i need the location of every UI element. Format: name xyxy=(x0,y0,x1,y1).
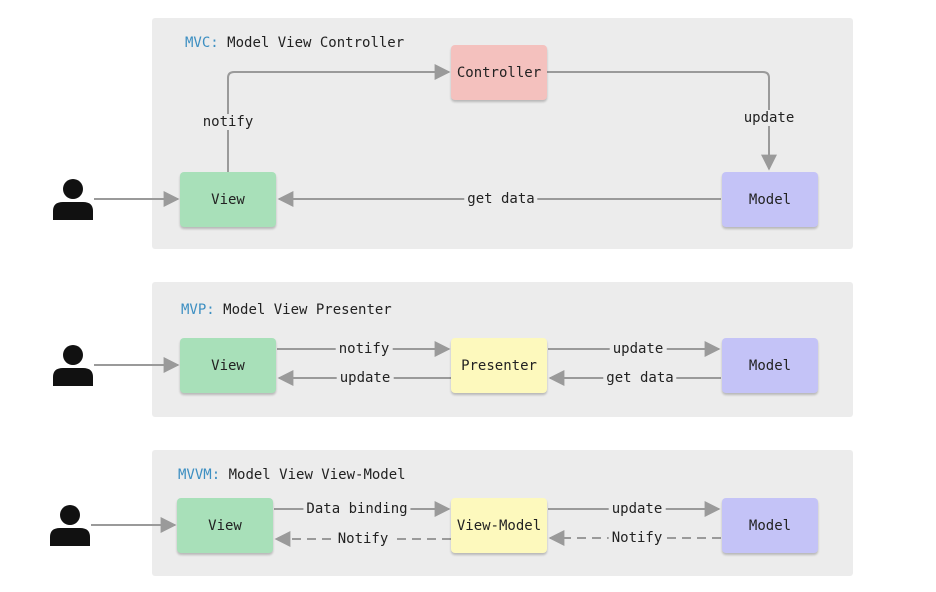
mvvm-abbr: MVVM: xyxy=(178,467,221,483)
mvvm-view-model-node: View-Model xyxy=(451,498,547,553)
mvp-title: MVP: Model View Presenter xyxy=(181,302,392,318)
mvc-title: MVC: Model View Controller xyxy=(185,35,404,51)
mvvm-title: MVVM: Model View View-Model xyxy=(178,467,406,483)
mvvm-view-node: View xyxy=(177,498,273,553)
mvp-abbr: MVP: xyxy=(181,302,215,318)
mvvm-label-update: update xyxy=(608,501,666,517)
mvc-label-notify: notify xyxy=(199,114,257,130)
mvp-label-update-left: update xyxy=(336,370,394,386)
mvvm-label-notify-left: Notify xyxy=(334,531,392,547)
mvvm-label-notify-right: Notify xyxy=(608,530,666,546)
user-icon xyxy=(53,345,93,386)
mvp-label-get-data: get data xyxy=(603,370,677,386)
mvvm-model-node: Model xyxy=(722,498,818,553)
mvc-edge-notify xyxy=(227,64,451,172)
mvp-label-notify: notify xyxy=(335,341,393,357)
mvp-label-update-right: update xyxy=(609,341,667,357)
mvp-title-text: Model View Presenter xyxy=(223,302,392,318)
mvp-model-node: Model xyxy=(722,338,818,393)
mvvm-title-text: Model View View-Model xyxy=(228,467,406,483)
mvc-label-update: update xyxy=(740,110,798,126)
mvp-view-node: View xyxy=(180,338,276,393)
user-icon xyxy=(53,179,93,220)
mvc-controller-node: Controller xyxy=(451,45,547,100)
mvp-presenter-node: Presenter xyxy=(451,338,547,393)
mvvm-label-data-binding: Data binding xyxy=(303,501,411,517)
mvc-model-node: Model xyxy=(722,172,818,227)
mvc-title-text: Model View Controller xyxy=(227,35,405,51)
mvc-label-get-data: get data xyxy=(464,191,538,207)
mvc-view-node: View xyxy=(180,172,276,227)
mvc-edge-update xyxy=(547,71,777,171)
mvc-abbr: MVC: xyxy=(185,35,219,51)
user-icon xyxy=(50,505,90,546)
